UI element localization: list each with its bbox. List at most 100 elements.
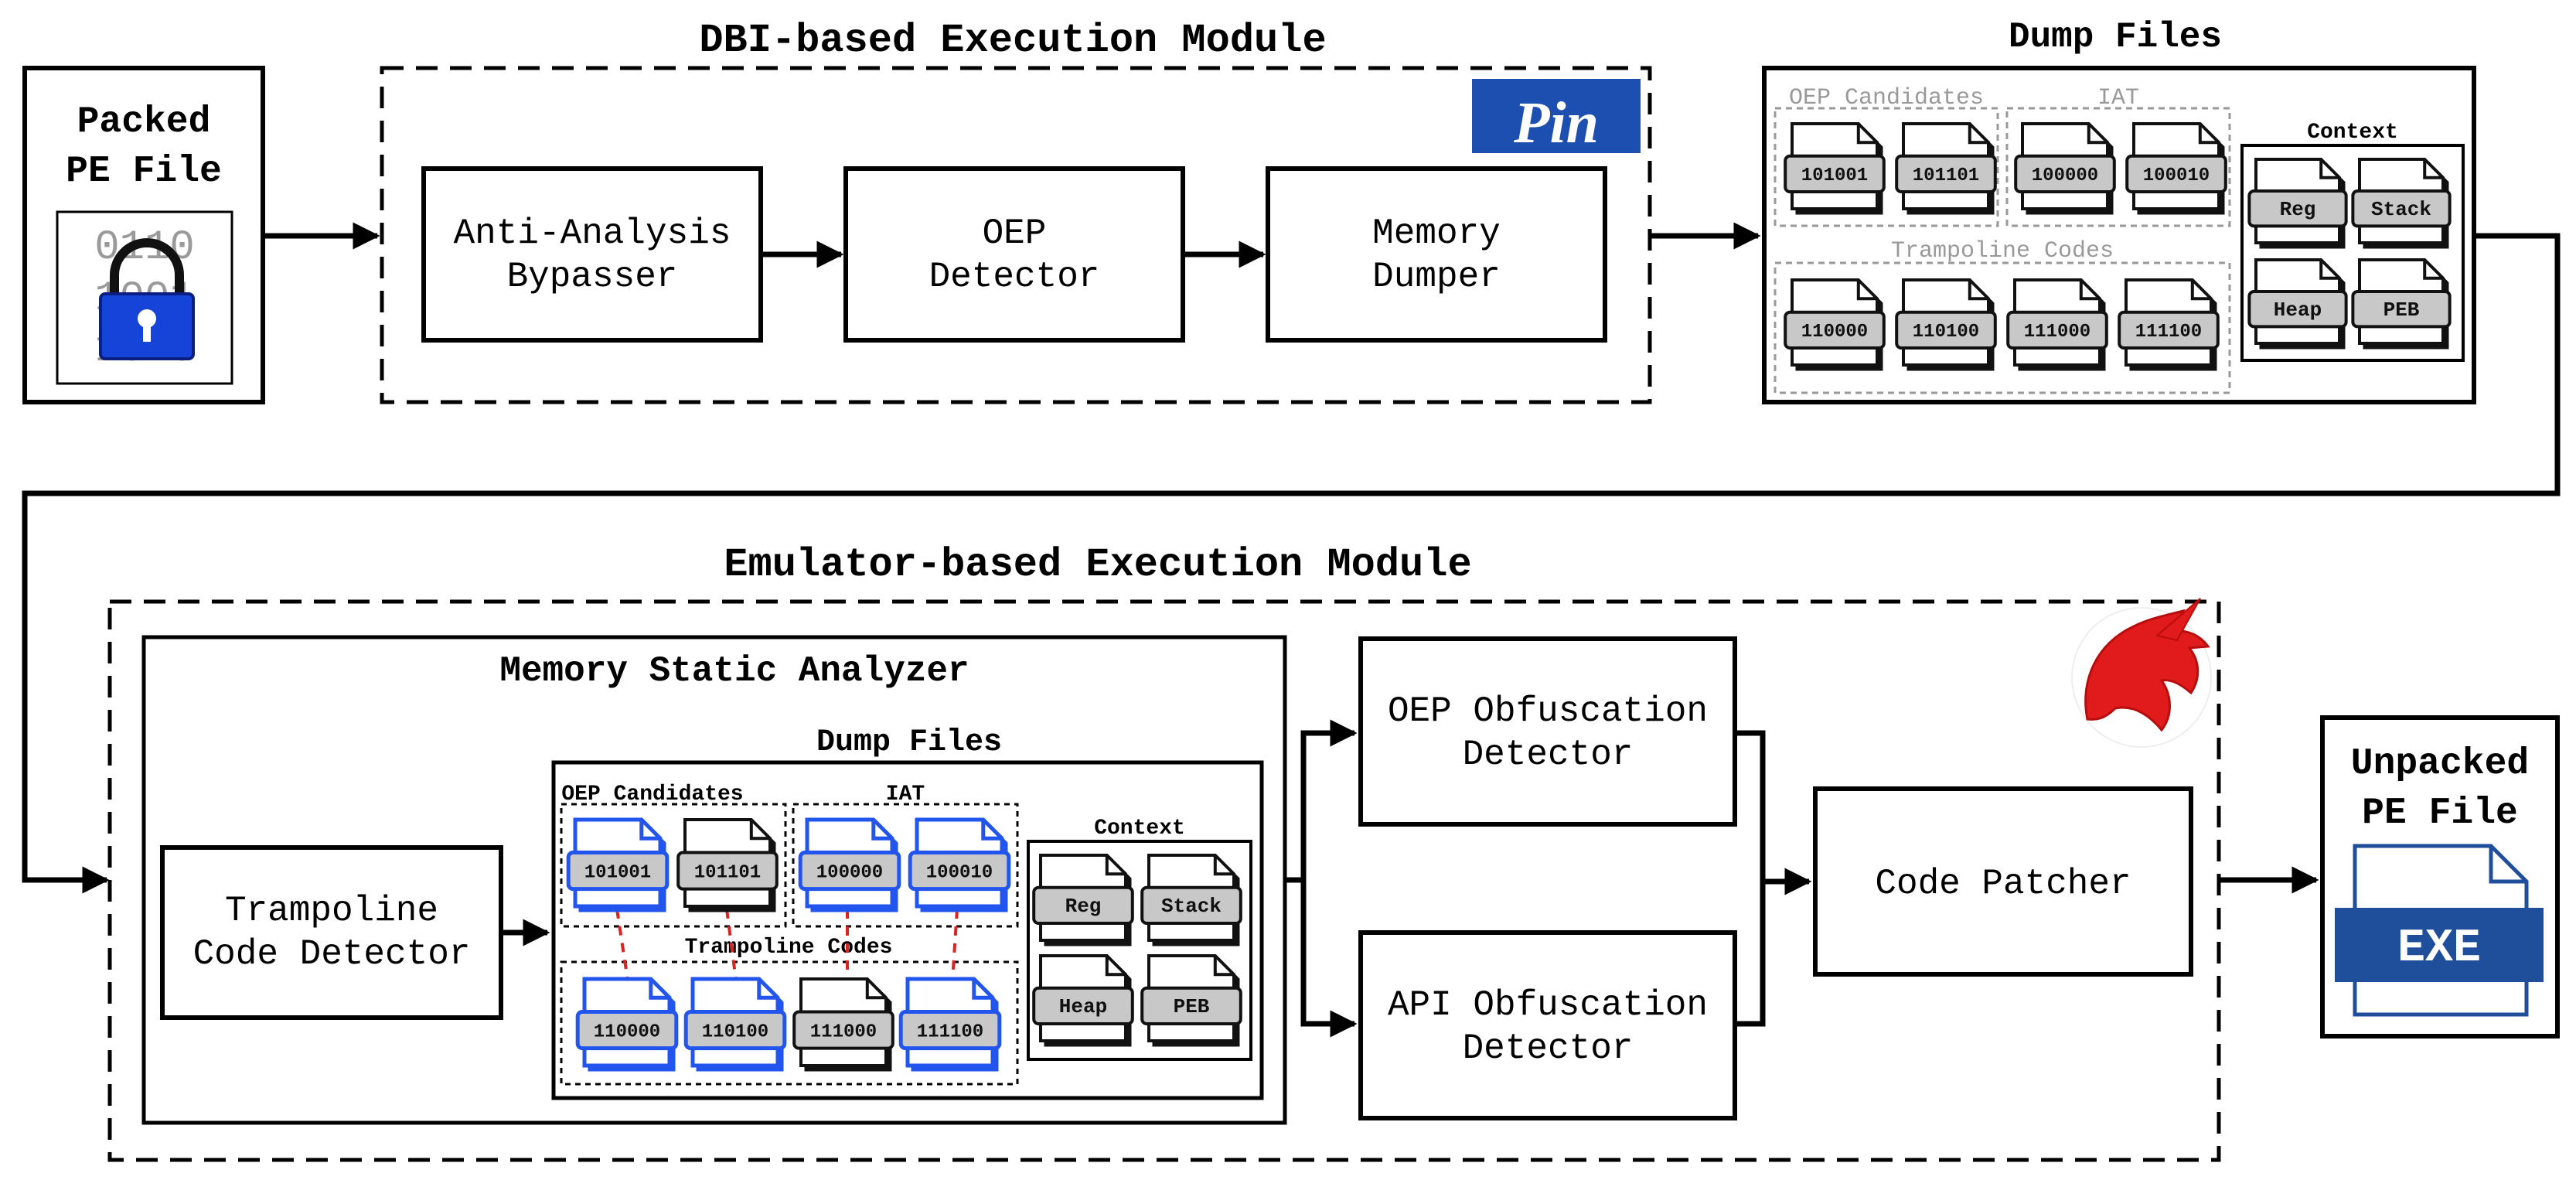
bottom-context-reg: Reg — [1032, 854, 1134, 946]
top-context-heap-label: Heap — [2274, 298, 2322, 322]
oep-detector-box — [843, 166, 1185, 343]
arrow-api-obf-to-patcher — [1735, 882, 1766, 1027]
anti-analysis-line2: Bypasser — [507, 257, 678, 297]
oep-obf-line1: OEP Obfuscation — [1388, 691, 1708, 732]
oep-obfuscation-detector-box — [1358, 636, 1737, 827]
pin-logo: Pin — [1472, 79, 1641, 155]
arrow-oep-obf-to-patcher — [1735, 730, 1812, 895]
top-trampoline-file-1-label: 110000 — [1801, 322, 1868, 343]
oep-detector-line1: OEP — [983, 213, 1047, 254]
arrow-to-api-obf — [1300, 880, 1358, 1038]
bottom-oep-file-2: 101101 — [676, 818, 779, 912]
pin-logo-text: Pin — [1513, 90, 1599, 155]
top-oep-file-1-label: 101001 — [1801, 165, 1868, 186]
exe-file-icon: EXE — [2335, 844, 2544, 1017]
top-trampoline-file-3: 111000 — [2006, 278, 2108, 371]
bottom-context-heap: Heap — [1032, 954, 1134, 1047]
bottom-trampoline-file-2: 110100 — [683, 977, 787, 1072]
api-obfuscation-detector-box — [1358, 930, 1737, 1120]
trampoline-detector-line1: Trampoline — [225, 891, 438, 931]
bottom-context-peb: PEB — [1140, 954, 1242, 1047]
top-trampoline-file-2: 110100 — [1895, 278, 1997, 371]
bottom-oep-candidates-group — [560, 803, 787, 928]
connector-dump-to-emulator — [22, 233, 2561, 894]
top-trampoline-group — [1774, 261, 2231, 394]
top-iat-group — [2005, 107, 2231, 227]
bottom-iat-group — [792, 803, 1019, 928]
bottom-oep-file-1-label: 101001 — [584, 863, 651, 884]
link-iat2-to-tramp4 — [951, 909, 959, 981]
top-oep-candidates-label: OEP Candidates — [1789, 85, 1984, 111]
bottom-trampoline-file-2-label: 110100 — [702, 1022, 768, 1043]
bottom-trampoline-group — [560, 960, 1019, 1086]
link-oep1-to-tramp1 — [615, 909, 629, 981]
red-dashed-links — [615, 909, 959, 981]
top-iat-file-2-label: 100010 — [2143, 165, 2210, 186]
top-iat-file-1-label: 100000 — [2032, 165, 2098, 186]
top-oep-file-2-label: 101101 — [1913, 165, 1979, 186]
packed-pe-title-line1: Packed — [77, 101, 211, 143]
memory-dumper-line1: Memory — [1372, 213, 1501, 254]
oep-obf-line2: Detector — [1463, 735, 1634, 775]
top-iat-file-1: 100000 — [2014, 122, 2116, 215]
packed-pe-file-box: Packed PE File 0110 1001 1010 — [22, 66, 265, 404]
bottom-context-label: Context — [1094, 817, 1185, 841]
top-context-reg-label: Reg — [2280, 198, 2316, 221]
bottom-file-icons: 101001 101101 100000 100010 110000 110100 1110… — [566, 817, 1242, 1072]
trampoline-code-detector-box — [160, 845, 503, 1020]
top-context-stack-label: Stack — [2371, 198, 2431, 221]
anti-analysis-bypasser-box — [421, 166, 763, 343]
top-trampoline-file-3-label: 111000 — [2024, 322, 2090, 343]
top-oep-file-2: 101101 — [1895, 122, 1997, 215]
top-trampoline-label: Trampoline Codes — [1891, 238, 2114, 264]
top-oep-candidates-group — [1774, 107, 1999, 227]
top-trampoline-file-1: 110000 — [1784, 278, 1886, 371]
bottom-oep-candidates-label: OEP Candidates — [561, 783, 743, 807]
bottom-iat-file-2: 100010 — [908, 817, 1011, 912]
bottom-trampoline-file-4: 111100 — [898, 977, 1002, 1072]
bottom-context-peb-label: PEB — [1174, 995, 1210, 1018]
top-iat-label: IAT — [2097, 85, 2139, 111]
unpacked-title-line1: Unpacked — [2351, 743, 2529, 785]
top-trampoline-file-2-label: 110100 — [1913, 322, 1979, 343]
top-iat-file-2: 100010 — [2125, 122, 2227, 215]
memory-dumper-line2: Dumper — [1372, 257, 1501, 297]
unicorn-logo — [2071, 598, 2212, 748]
top-context-peb: PEB — [2351, 258, 2452, 350]
dump-files-bottom-title: Dump Files — [816, 725, 1002, 760]
bottom-iat-file-1: 100000 — [798, 817, 901, 912]
bottom-trampoline-label: Trampoline Codes — [685, 936, 893, 960]
top-trampoline-file-4: 111100 — [2118, 278, 2220, 371]
trampoline-detector-line2: Code Detector — [193, 934, 471, 974]
bottom-oep-file-2-label: 101101 — [694, 863, 761, 884]
anti-analysis-line1: Anti-Analysis — [454, 213, 731, 254]
bottom-context-stack: Stack — [1140, 854, 1242, 946]
bottom-context-heap-label: Heap — [1059, 995, 1107, 1018]
link-oep2-to-tramp2 — [725, 909, 738, 981]
bottom-iat-file-1-label: 100000 — [816, 863, 883, 884]
top-context-heap: Heap — [2247, 258, 2348, 350]
bottom-trampoline-file-3-label: 111000 — [810, 1022, 877, 1043]
bottom-context-stack-label: Stack — [1161, 895, 1222, 918]
padlock-icon — [99, 238, 195, 360]
unpacked-title-line2: PE File — [2362, 793, 2518, 834]
bottom-trampoline-file-1-label: 110000 — [594, 1022, 660, 1043]
unpacked-pe-file-box: Unpacked PE File EXE — [2320, 715, 2560, 1038]
code-patcher-label: Code Patcher — [1875, 864, 2131, 904]
bottom-context-reg-label: Reg — [1065, 895, 1102, 918]
emulator-module: Emulator-based Execution Module Memory S… — [107, 542, 2221, 1162]
memory-static-analyzer-title: Memory Static Analyzer — [499, 651, 969, 691]
bottom-trampoline-file-1: 110000 — [575, 977, 679, 1072]
api-obf-line2: Detector — [1463, 1028, 1634, 1069]
top-context-reg: Reg — [2247, 158, 2348, 249]
bottom-trampoline-file-3: 111000 — [792, 977, 894, 1072]
dump-files-top: Dump Files OEP Candidates IAT Trampoline… — [1762, 17, 2476, 404]
packed-pe-title-line2: PE File — [66, 151, 222, 193]
top-file-icons: 101001 101101 100000 100010 110000 110100 1110… — [1784, 122, 2452, 371]
top-trampoline-file-4-label: 111100 — [2135, 322, 2202, 343]
exe-label: EXE — [2397, 923, 2481, 975]
bottom-oep-file-1: 101001 — [566, 817, 670, 912]
top-context-peb-label: PEB — [2383, 298, 2420, 322]
